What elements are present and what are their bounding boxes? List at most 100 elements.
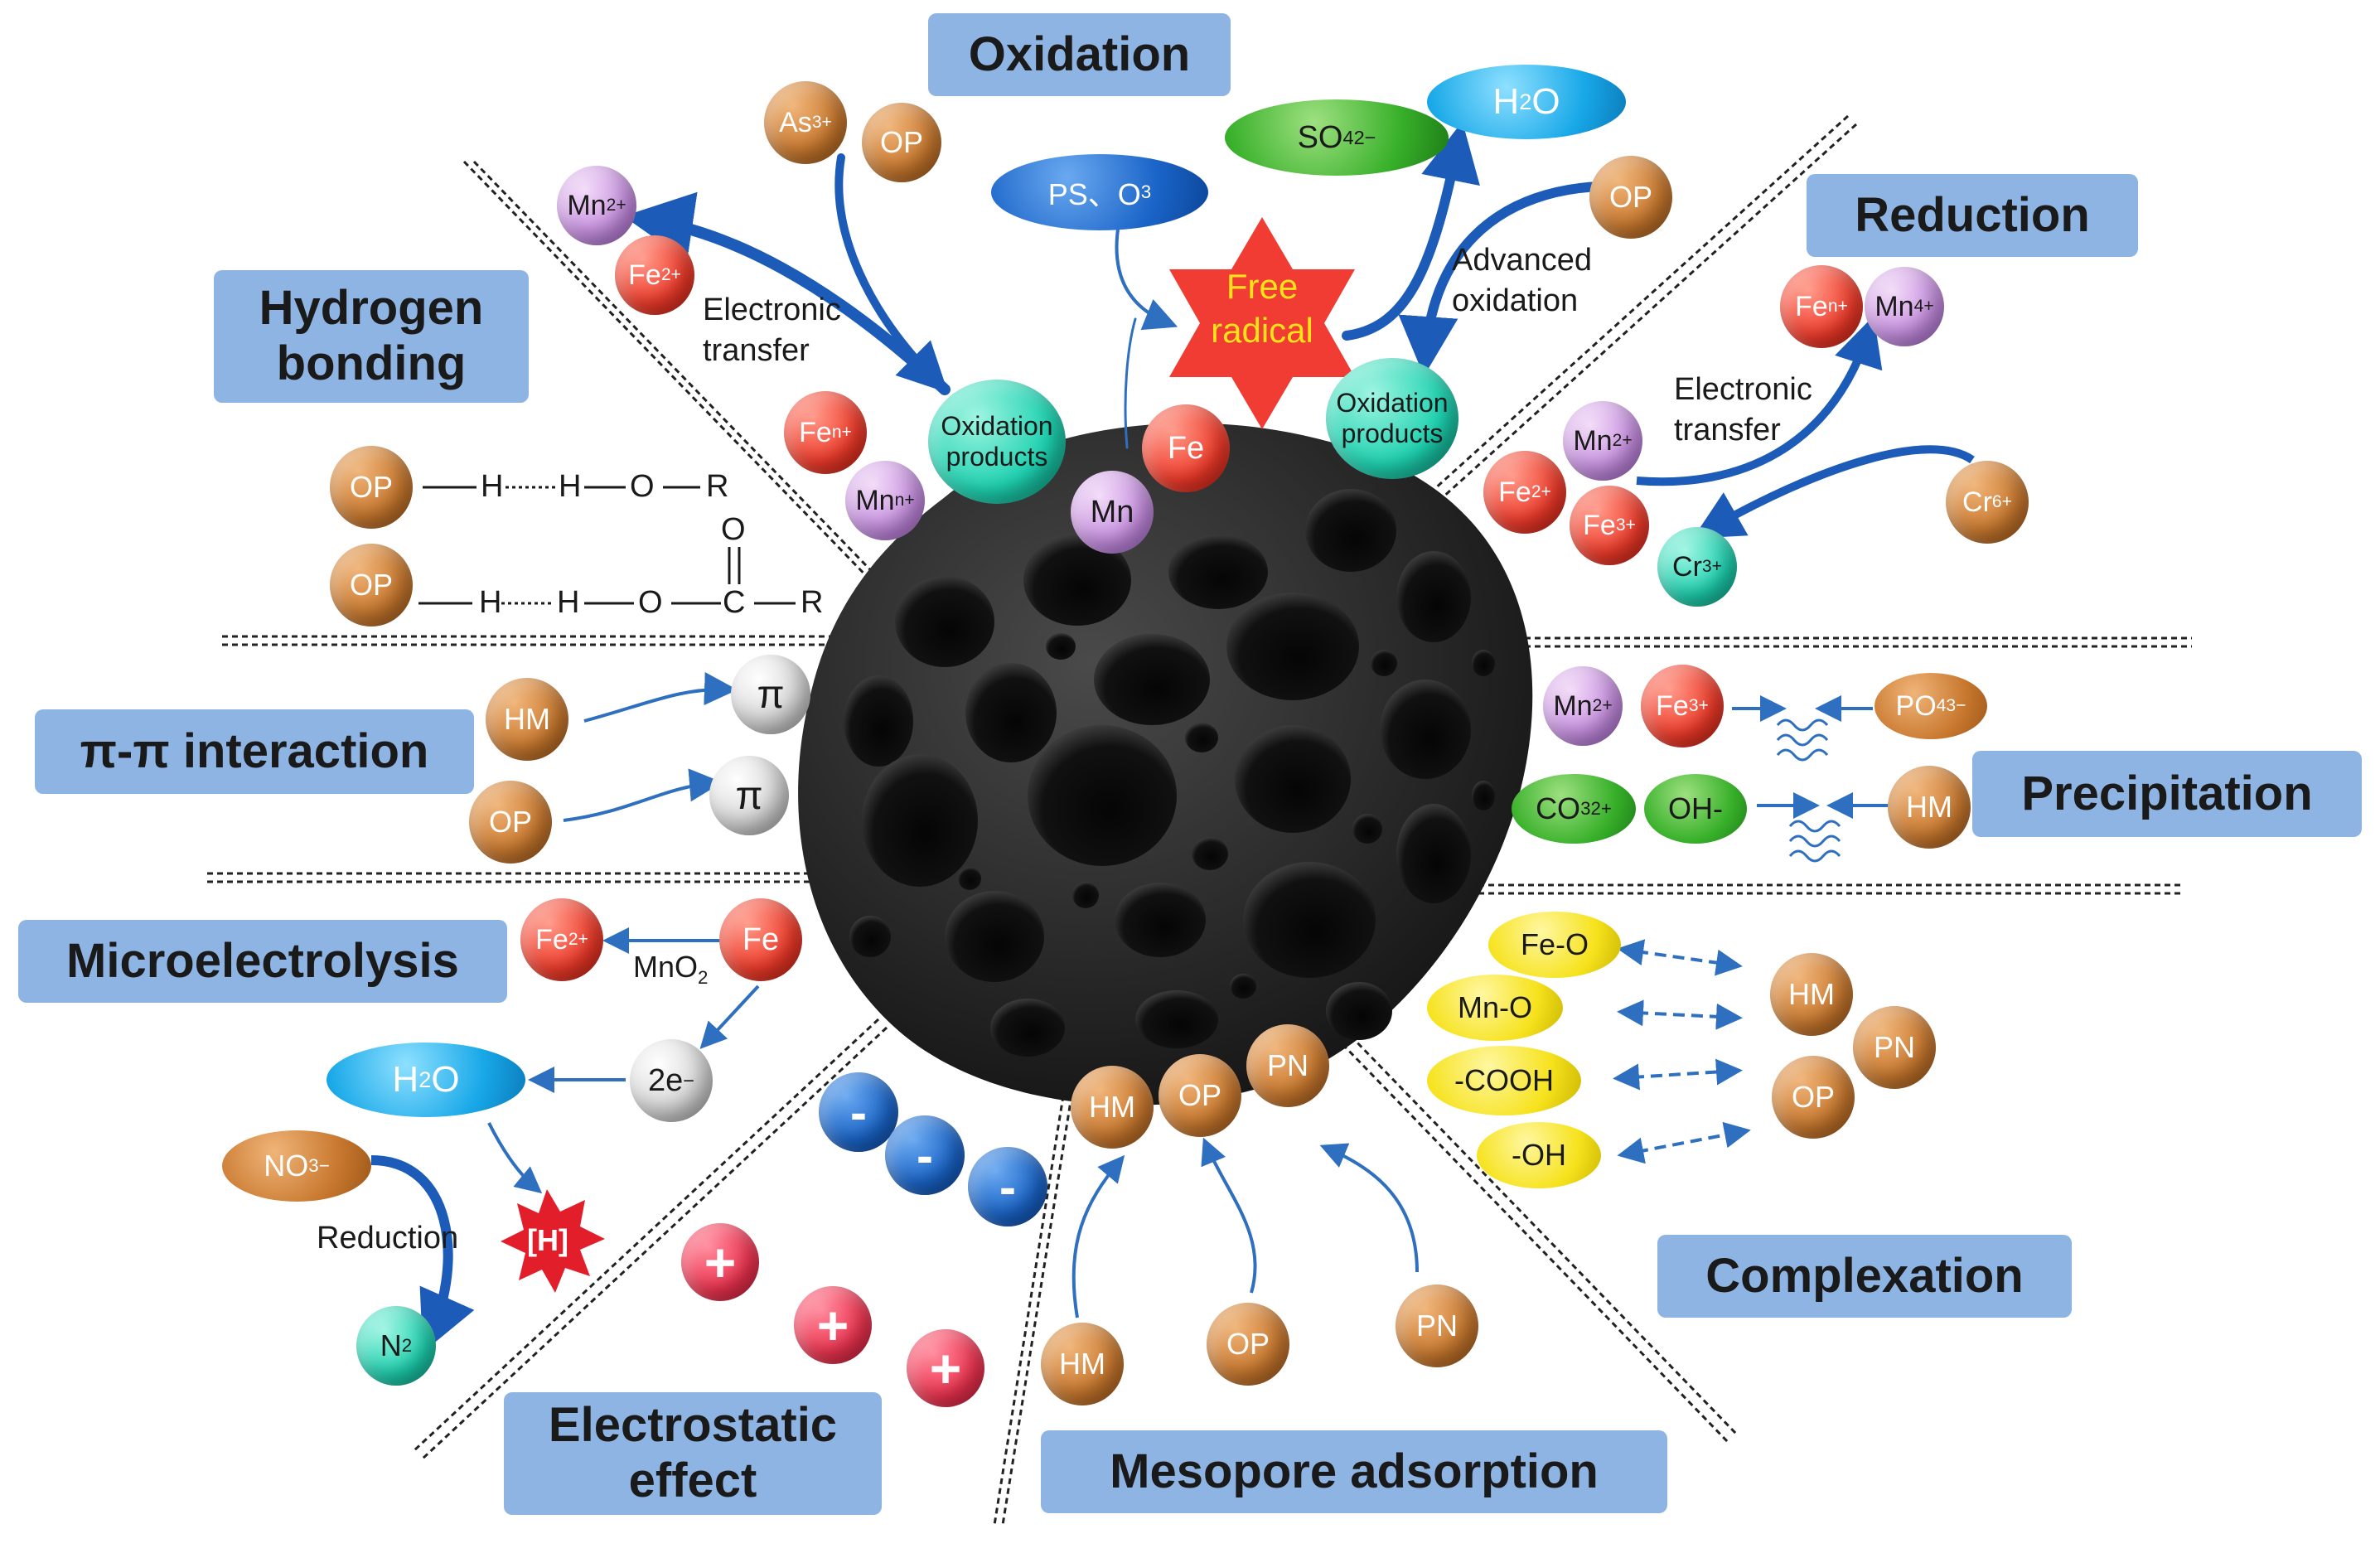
h-radical-burst [501,1189,605,1293]
negative-charge-2: - [885,1115,965,1195]
pi-ball-2: π [709,756,789,835]
hydrogen-bonding-line2: bonding [276,336,467,390]
electronic-transfer-1-line2: transfer [703,333,810,369]
oh-minus-oval: OH- [1644,774,1747,844]
electronic-transfer-1-line1: Electronic [703,293,841,327]
op-ball-hbond-1: OP [330,446,413,529]
oxidation-products-right-line1: Oxidation [1336,388,1449,418]
negative-charge-1: - [819,1072,898,1152]
hm-ball-pore: HM [1071,1066,1154,1149]
free-radical-text: Free radical [1193,265,1331,352]
hydrogen-bonding-line1: Hydrogen [259,281,484,336]
mn-o-oval: Mn-O [1427,975,1563,1041]
negative-charge-3: - [968,1147,1047,1226]
free-radical-line1: Free [1226,267,1299,306]
electronic-transfer-label-1: Electronic transfer [703,290,841,372]
positive-charge-2: + [794,1286,872,1364]
oxidation-products-left-line2: products [946,442,1048,472]
electrostatic-effect-label: Electrostatic effect [504,1392,882,1515]
advanced-oxidation-label: Advanced oxidation [1452,240,1592,322]
reduction-curve-arrow [370,1155,475,1352]
positive-charge-1: + [681,1223,759,1301]
hbond2-r: R [801,585,824,620]
pn-ball-pore: PN [1246,1024,1329,1107]
mesopore-adsorption-label: Mesopore adsorption [1041,1430,1667,1513]
microelectrolysis-label: Microelectrolysis [18,920,507,1003]
hbond1-h2: H [559,469,582,504]
free-radical-star [1169,217,1355,429]
h-radical-label: [H] [527,1223,568,1257]
op-ball-pi: OP [469,781,552,864]
hm-ball-complex: HM [1770,953,1853,1036]
hbond2-h2: H [557,585,580,620]
complexation-arrows [1613,939,1751,1164]
electrostatic-line1: Electrostatic [548,1398,838,1453]
pi-pi-interaction-label: π-π interaction [35,709,474,794]
free-radical-line2: radical [1211,310,1313,350]
hm-ball-bottom: HM [1041,1323,1124,1405]
hbond2-h1: H [479,585,502,620]
hydrogen-bond-lines [418,486,796,605]
pi-arrows [563,672,738,822]
pn-ball-complex: PN [1853,1006,1936,1089]
oxidation-products-right-line2: products [1341,418,1444,448]
advanced-oxidation-line2: oxidation [1452,283,1579,319]
reduction-arrows [1636,315,1975,539]
precipitation-arrows [1732,695,1889,863]
op-ball-complex: OP [1772,1056,1855,1139]
two-electron-ball: 2e− [630,1039,713,1122]
electrostatic-line2: effect [628,1454,757,1507]
microelectrolysis-arrows [487,927,760,1194]
mesopore-arrows [1071,1137,1419,1318]
oxidation-products-ball-right: Oxidation products [1326,358,1458,479]
advanced-oxidation-line1: Advanced [1452,243,1593,278]
pi-ball-1: π [731,655,810,734]
op-ball-oxidation-2: OP [1589,156,1672,239]
fe-ball-rock: Fe [1142,404,1230,492]
oxidation-arrows [623,121,1604,449]
oh-oval: -OH [1477,1122,1601,1188]
oxidation-products-left-line1: Oxidation [941,411,1053,441]
hbond1-r: R [706,469,729,504]
hm-ball-pi: HM [486,678,568,761]
hm-ball-precip: HM [1888,766,1971,849]
op-ball-oxidation-1: OP [862,103,941,182]
hbond2-c: C [723,585,746,620]
op-ball-pore: OP [1159,1054,1241,1137]
pn-ball-bottom: PN [1396,1284,1478,1367]
oxidation-label: Oxidation [928,13,1231,96]
positive-charge-3: + [907,1329,984,1407]
mno2-label: MnO2 [633,950,709,989]
electronic-transfer-2-line2: transfer [1674,413,1781,448]
hbond1-h1: H [481,469,504,504]
op-ball-hbond-2: OP [330,544,413,627]
complexation-label: Complexation [1657,1235,2072,1318]
fe-o-oval: Fe-O [1488,912,1621,978]
reduction-label: Reduction [1807,174,2138,257]
biochar-particle [798,423,1533,1105]
mn-ball-rock: Mn [1071,471,1154,554]
